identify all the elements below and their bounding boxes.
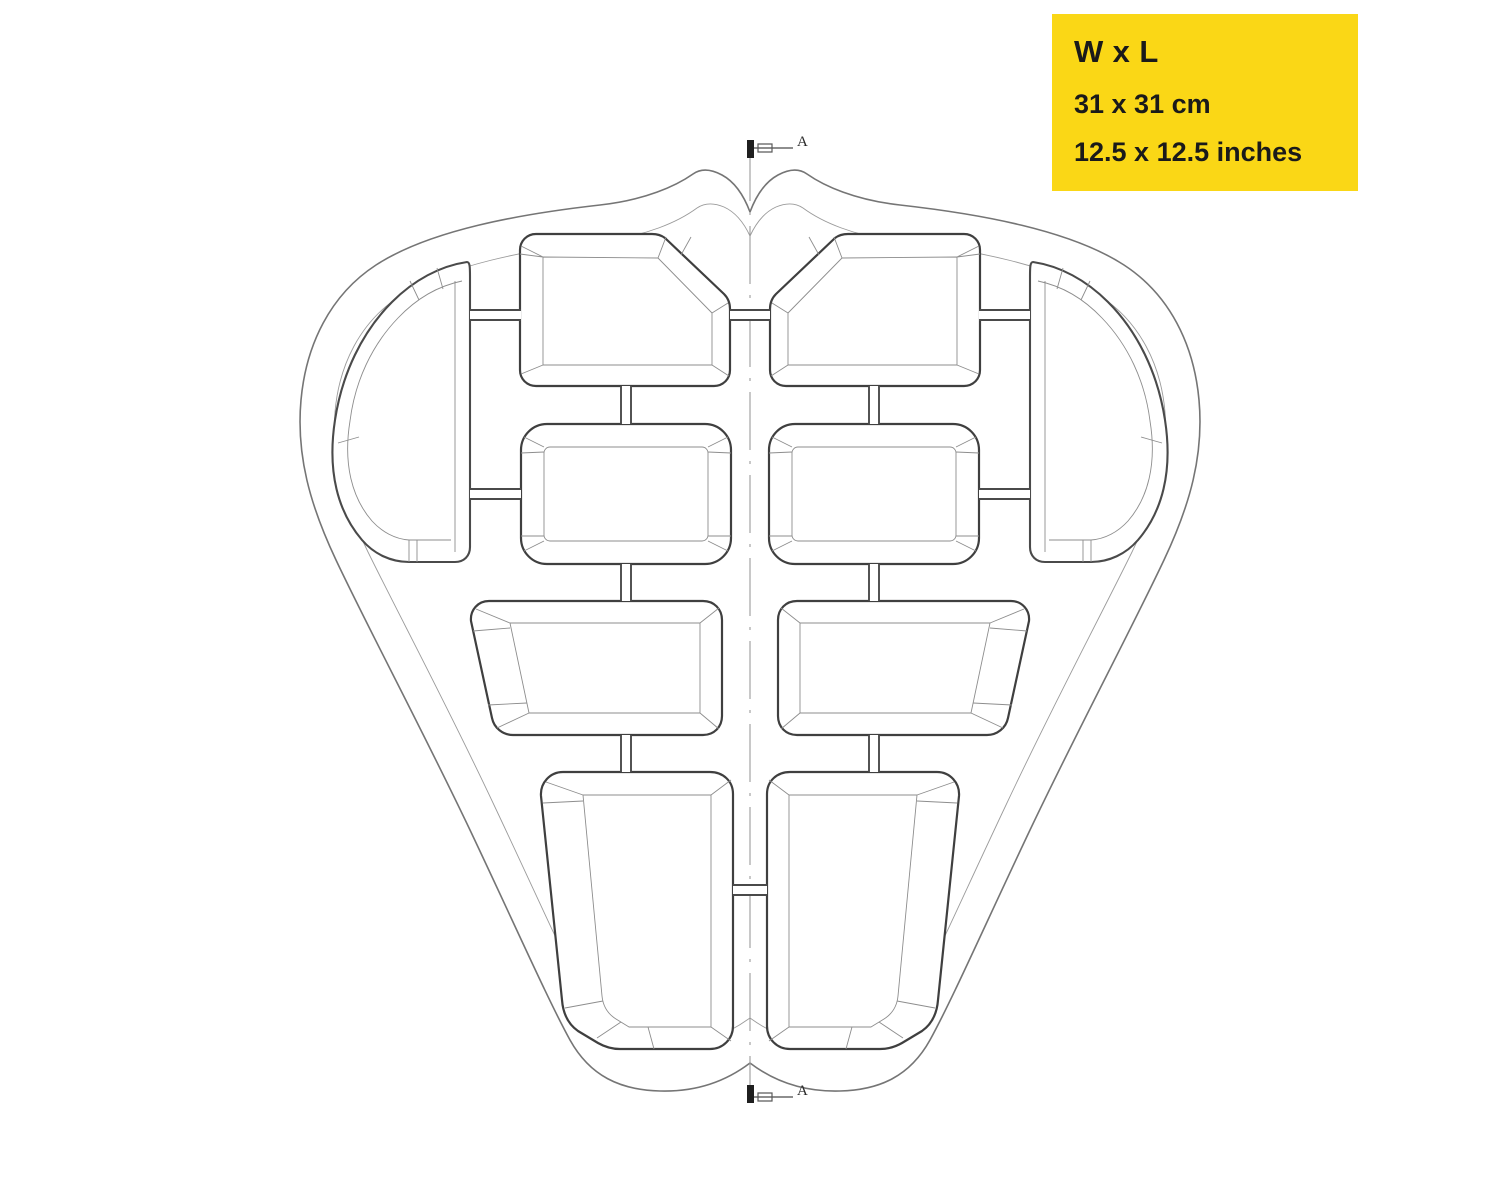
- upper-chest-pad-left-corner-a: [519, 236, 730, 377]
- lumbar-pad-left: [539, 770, 735, 1051]
- side-wing-pad-left-seg-end: [408, 540, 418, 562]
- lower-mid-pad-right: [776, 599, 1031, 737]
- bridge-row1-center: [730, 309, 770, 321]
- dimension-badge-metric: 31 x 31 cm: [1074, 89, 1211, 119]
- bridge-wing-left-mid: [470, 488, 521, 500]
- upper-chest-pad-right-bevel: [787, 256, 958, 366]
- side-wing-pad-left: [331, 260, 472, 564]
- lower-mid-pad-left-outline: [469, 599, 724, 737]
- side-wing-pad-left-inner-bevel: [347, 280, 463, 541]
- upper-chest-pad-left-outline: [518, 232, 732, 388]
- section-marker-bottom-tick: [747, 1085, 754, 1103]
- lower-mid-pad-right-outline: [776, 599, 1031, 737]
- mid-pad-right-corner-seams: [768, 436, 980, 552]
- bridge-vert-left-1: [620, 386, 632, 424]
- side-wing-pad-right-seg-top: [1056, 267, 1091, 301]
- dimension-badge: W x L 31 x 31 cm 12.5 x 12.5 inches: [1052, 14, 1358, 191]
- side-wing-pad-right-seg-bottom: [1140, 436, 1163, 444]
- mid-pad-right: [767, 422, 981, 566]
- lumbar-pad-right-bevel: [788, 794, 918, 1028]
- bridge-wing-left-upper: [470, 309, 521, 321]
- upper-chest-pad-right: [768, 232, 982, 388]
- section-marker-top: A: [747, 134, 808, 158]
- side-wing-pad-left-seg-top: [409, 267, 444, 301]
- upper-chest-pad-left-edge-seam: [680, 236, 692, 256]
- lower-mid-pad-right-corner-seams: [780, 607, 1028, 730]
- lumbar-pad-right-outline: [765, 770, 961, 1051]
- lumbar-pad-left-bevel: [582, 794, 712, 1028]
- side-wing-pad-left-seg-bottom: [337, 436, 360, 444]
- mid-pad-left-bevel: [543, 446, 709, 542]
- bridge-vert-left-2: [620, 564, 632, 601]
- bridge-vert-right-3: [868, 735, 880, 772]
- dimension-badge-title: W x L: [1074, 34, 1159, 69]
- lumbar-pad-left-corner-seams: [542, 779, 732, 1050]
- bridge-lumbar-center: [733, 884, 767, 896]
- upper-chest-pad-right-outline: [768, 232, 982, 388]
- upper-chest-pad-left: [518, 232, 732, 388]
- mid-pad-left: [519, 422, 733, 566]
- upper-chest-pad-right-corner-a: [770, 236, 981, 377]
- upper-chest-pad-left-bevel: [542, 256, 713, 366]
- section-marker-top-arrow: [757, 143, 773, 153]
- bridge-wing-right-upper: [979, 309, 1030, 321]
- section-marker-bottom-arrow: [757, 1092, 773, 1102]
- bridge-vert-right-1: [868, 386, 880, 424]
- section-marker-top-label: A: [797, 134, 808, 150]
- bridge-group: [470, 309, 1030, 896]
- lumbar-pad-left-outline: [539, 770, 735, 1051]
- section-marker-top-tick: [747, 140, 754, 158]
- upper-chest-pad-right-edge-seam: [808, 236, 820, 256]
- lower-mid-pad-left: [469, 599, 724, 737]
- lower-mid-pad-left-corner-seams: [472, 607, 720, 730]
- section-marker-bottom-label: A: [797, 1083, 808, 1099]
- bridge-vert-left-3: [620, 735, 632, 772]
- side-wing-pad-right-outline: [1028, 260, 1169, 564]
- bridge-vert-right-2: [868, 564, 880, 601]
- lumbar-pad-right: [765, 770, 961, 1051]
- mid-pad-right-outline: [767, 422, 981, 566]
- dimension-badge-imperial: 12.5 x 12.5 inches: [1074, 137, 1303, 167]
- mid-pad-left-corner-seams: [520, 436, 732, 552]
- lumbar-pad-right-corner-seams: [768, 779, 958, 1050]
- side-wing-pad-right: [1028, 260, 1169, 564]
- section-marker-bottom: A: [747, 1083, 808, 1103]
- mid-pad-right-bevel: [791, 446, 957, 542]
- mid-pad-left-outline: [519, 422, 733, 566]
- side-wing-pad-left-outline: [331, 260, 472, 564]
- bridge-wing-right-mid: [979, 488, 1030, 500]
- side-wing-pad-right-seg-end: [1082, 540, 1092, 562]
- side-wing-pad-right-inner-bevel: [1037, 280, 1153, 541]
